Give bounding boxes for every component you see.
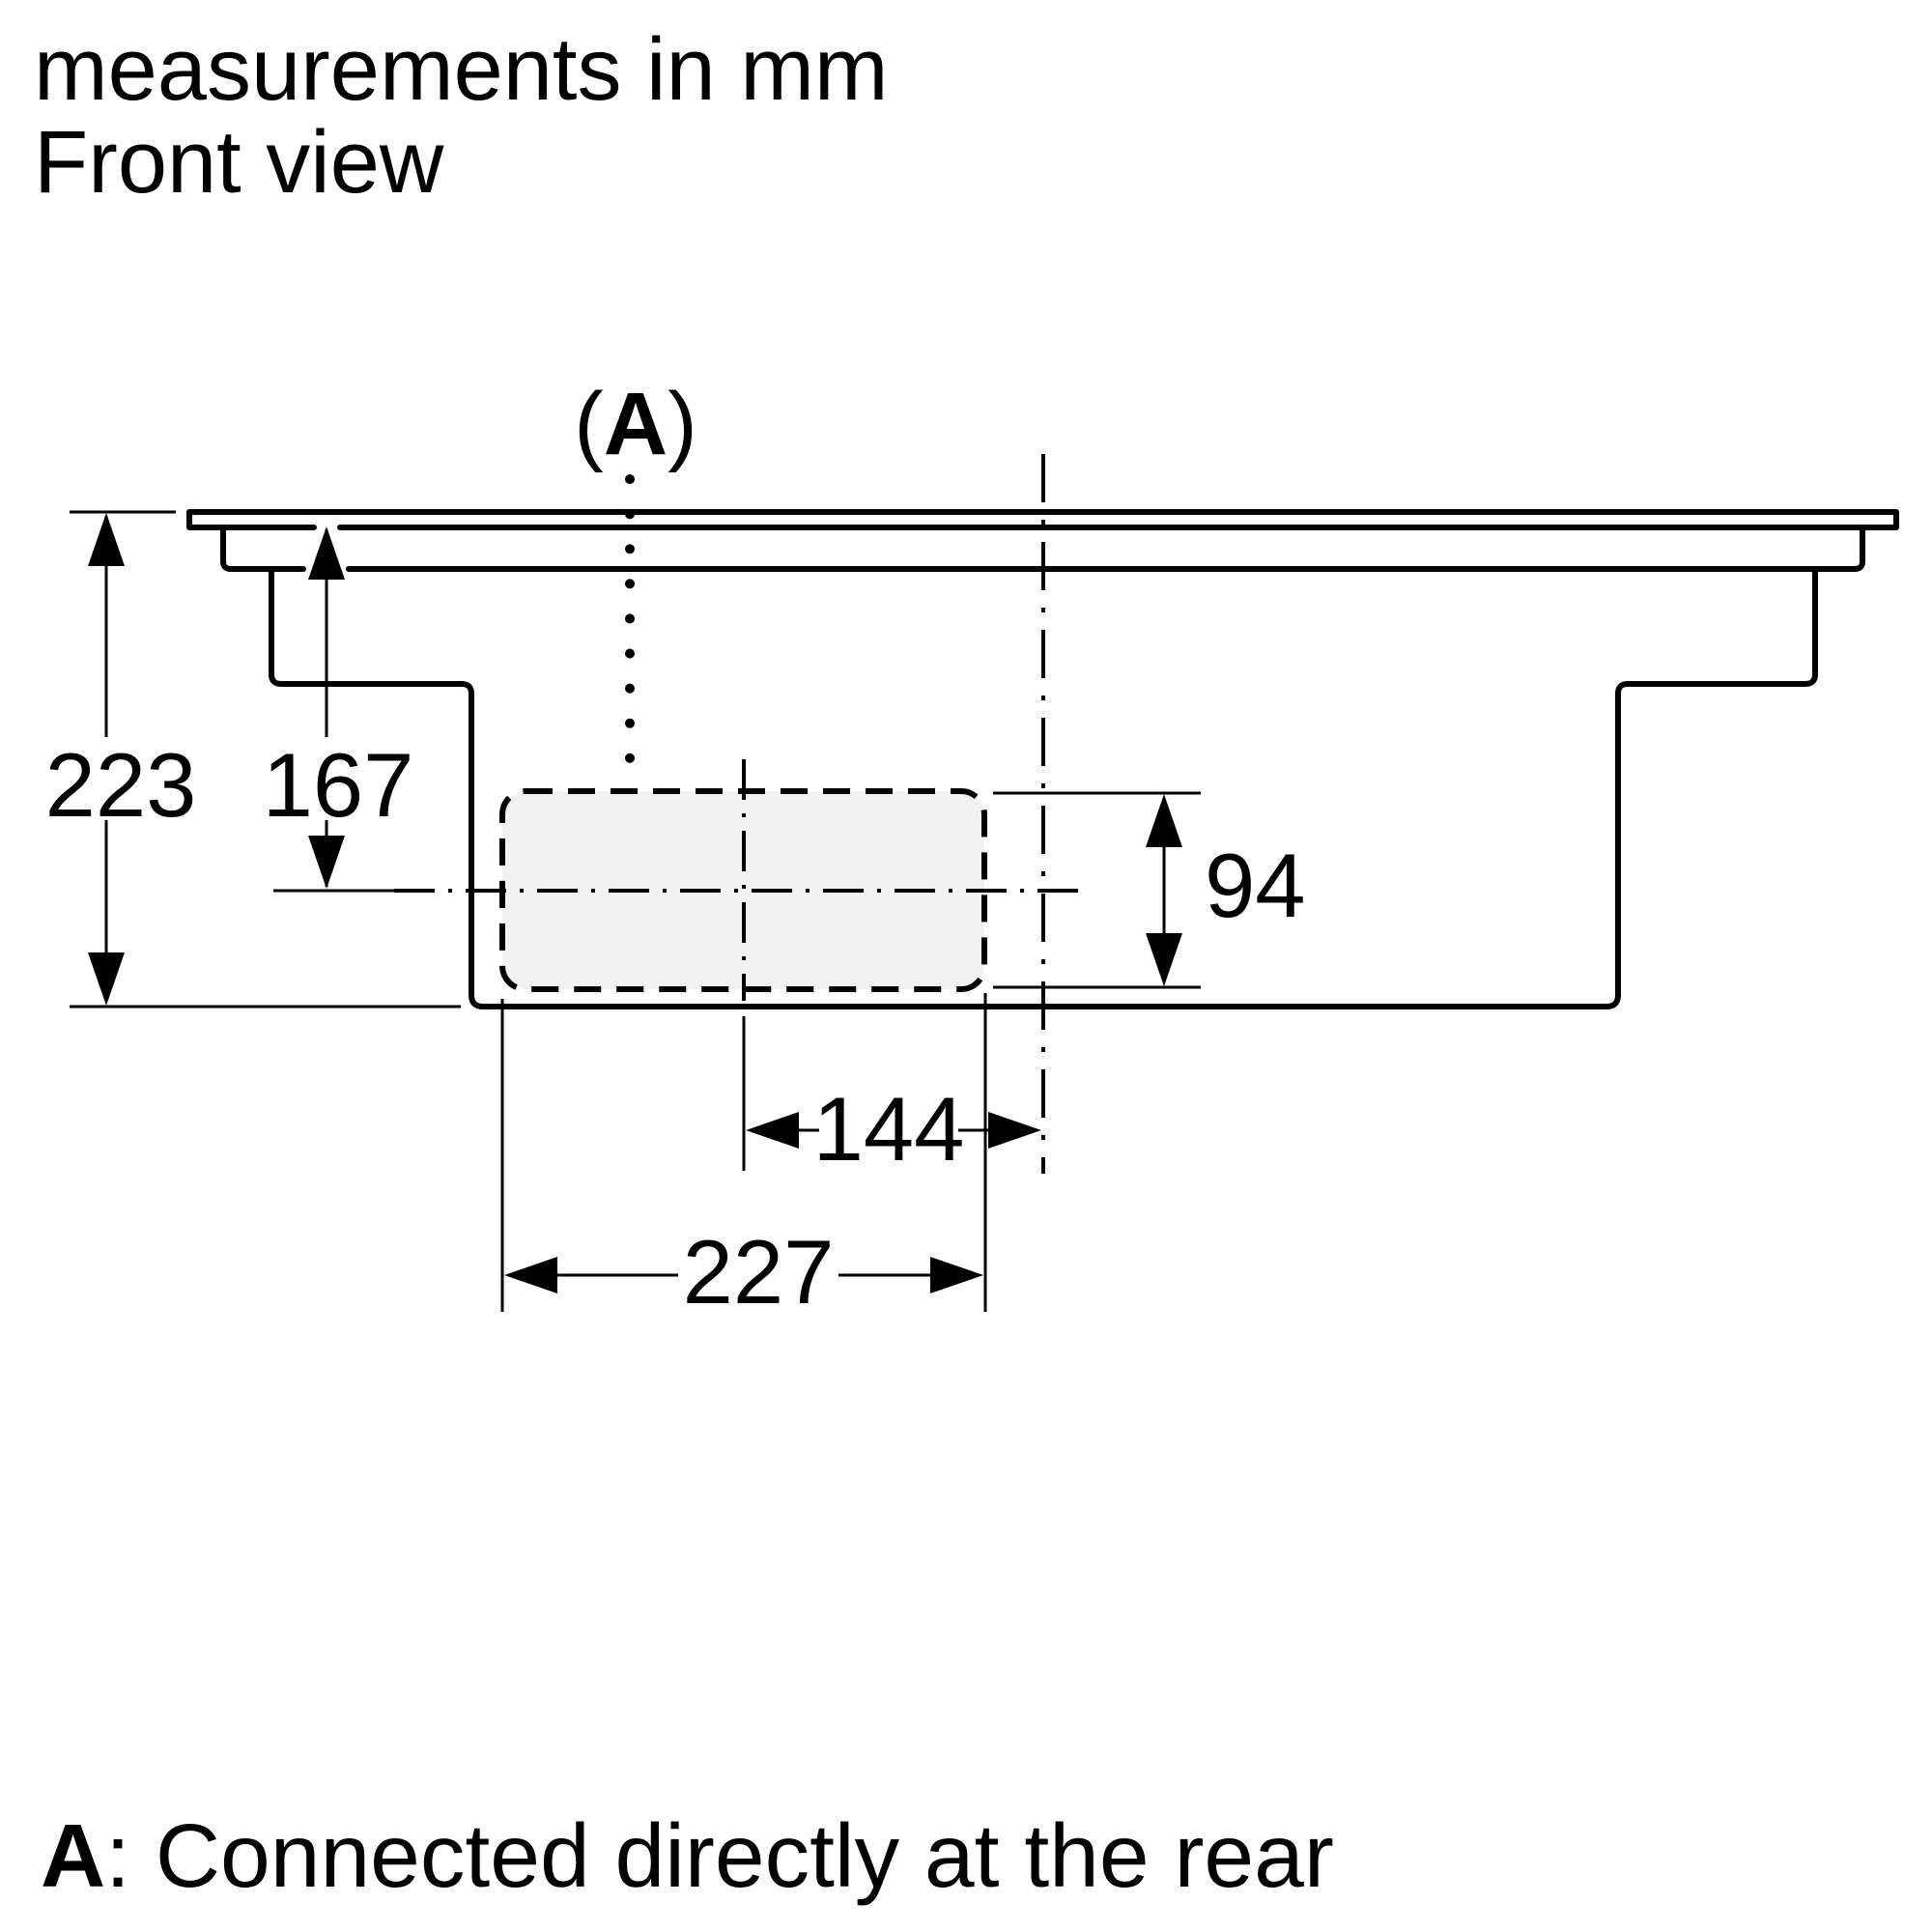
glass-plate-outline [186,509,1899,530]
dim-227-arrow-left [504,1257,557,1293]
dim-label-227: 227 [683,1221,835,1322]
dim-label-167: 167 [263,734,414,836]
title-measurements: measurements in mm [34,20,888,119]
dim-167-arrow-up [308,526,345,580]
dim-223-arrow-up [88,513,125,566]
dim-223-arrow-down [88,952,125,1006]
dim-label-94: 94 [1205,835,1306,936]
marker-letter: A [604,375,668,473]
dim-227-arrow-right [930,1257,983,1293]
dim-label-223: 223 [45,734,197,836]
dim-label-144: 144 [813,1078,965,1179]
marker-A-label: (A) [574,375,697,473]
marker-paren-open: ( [574,375,604,473]
footnote-text: : Connected directly at the rear [105,1805,1334,1906]
hob-body-and-duct-outline [269,567,1818,1009]
hob-frame-outline [220,526,1865,572]
dim-94-arrow-up [1146,794,1182,847]
dim-167-arrow-down [308,836,345,889]
title-front-view: Front view [34,113,444,212]
dim-94-arrow-down [1146,933,1182,986]
footnote: A: Connected directly at the rear [41,1805,1334,1906]
marker-paren-close: ) [668,375,697,473]
dim-144-arrow-right [988,1112,1041,1149]
dim-144-arrow-left [746,1112,799,1149]
footnote-label: A [41,1805,105,1906]
